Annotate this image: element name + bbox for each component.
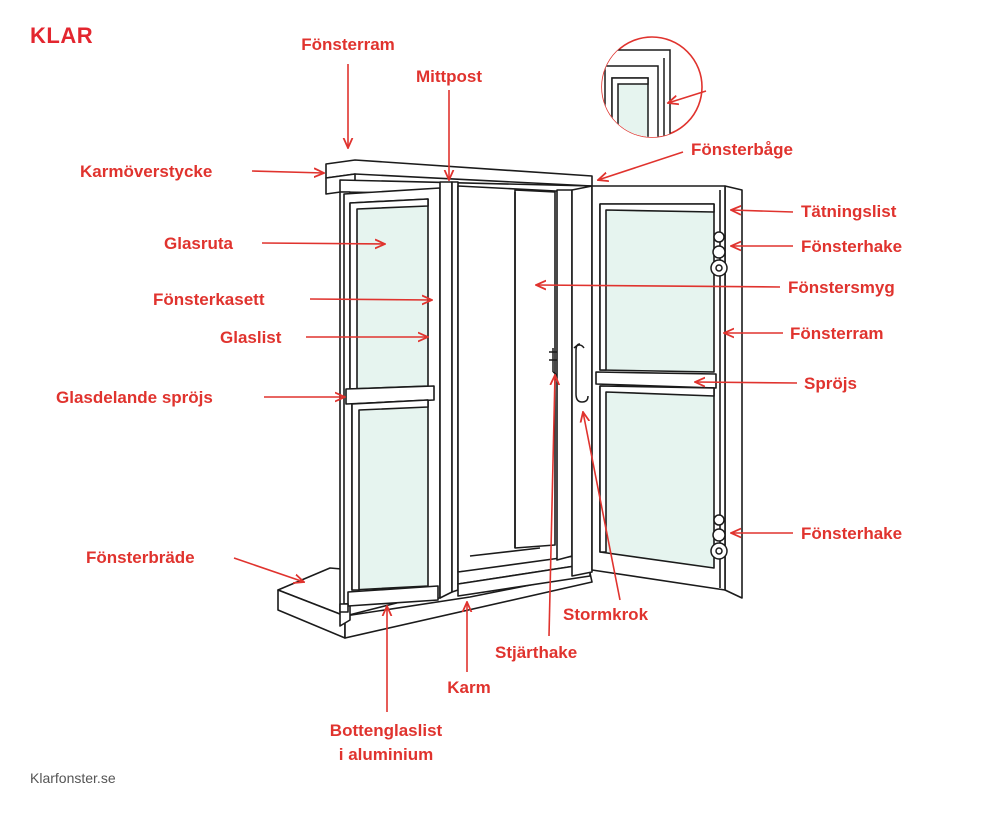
label-karmoverstycke: Karmöverstycke bbox=[80, 162, 212, 181]
leader-lines bbox=[233, 64, 798, 712]
sash-fastener bbox=[549, 343, 589, 403]
window-hook-bottom bbox=[710, 514, 728, 560]
left-sash bbox=[339, 187, 441, 613]
window-hook-top bbox=[710, 231, 728, 277]
mullion bbox=[439, 181, 459, 599]
arrow-fonsterbrade bbox=[233, 557, 304, 582]
frame-right-jamb bbox=[556, 185, 593, 577]
left-upper-glass bbox=[349, 198, 429, 390]
label-fonsterhake-bottom: Fönsterhake bbox=[801, 524, 902, 543]
arrow-fonsterkasett bbox=[309, 299, 432, 300]
arrow-karmoverstycke bbox=[251, 171, 324, 173]
labels: Fönsterram Mittpost Fönsterbåge Karmöver… bbox=[56, 35, 902, 764]
arrow-sprojs bbox=[695, 382, 798, 383]
label-fonsterhake-top: Fönsterhake bbox=[801, 237, 902, 256]
label-glaslist: Glaslist bbox=[220, 328, 282, 347]
window-illustration bbox=[277, 159, 743, 639]
label-stormkrok: Stormkrok bbox=[563, 605, 649, 624]
arrow-stjarthake bbox=[548, 375, 555, 637]
label-sprojs: Spröjs bbox=[804, 374, 857, 393]
label-karm: Karm bbox=[447, 678, 490, 697]
brand-logo: KLAR bbox=[30, 23, 93, 48]
label-stjarthake: Stjärthake bbox=[495, 643, 577, 662]
label-bottenglaslist-line1: Bottenglaslist bbox=[330, 721, 443, 740]
arrow-fonstersmyg bbox=[536, 285, 781, 287]
label-fonsterram-top: Fönsterram bbox=[301, 35, 395, 54]
sash-upper-glass bbox=[599, 203, 715, 373]
label-mittpost: Mittpost bbox=[416, 67, 482, 86]
arrow-fonsterbage bbox=[598, 151, 684, 180]
label-bottenglaslist-line2: i aluminium bbox=[339, 745, 433, 764]
left-lower-glass bbox=[351, 399, 429, 591]
arrow-tatningslist bbox=[731, 210, 794, 212]
inset-detail bbox=[601, 36, 703, 138]
label-fonsterbrade: Fönsterbräde bbox=[86, 548, 195, 567]
arrow-glasruta bbox=[261, 243, 385, 244]
label-fonsterkasett: Fönsterkasett bbox=[153, 290, 265, 309]
label-glasdelande-sprojs: Glasdelande spröjs bbox=[56, 388, 213, 407]
label-glasruta: Glasruta bbox=[164, 234, 234, 253]
arrow-stormkrok bbox=[583, 412, 621, 601]
label-fonsterbage: Fönsterbåge bbox=[691, 140, 793, 159]
label-fonstersmyg: Fönstersmyg bbox=[788, 278, 895, 297]
label-tatningslist: Tätningslist bbox=[801, 202, 897, 221]
footer-source: Klarfonster.se bbox=[30, 770, 116, 786]
label-fonsterram-right: Fönsterram bbox=[790, 324, 884, 343]
arrow-inset bbox=[668, 90, 707, 103]
sash-lower-glass bbox=[599, 385, 715, 569]
